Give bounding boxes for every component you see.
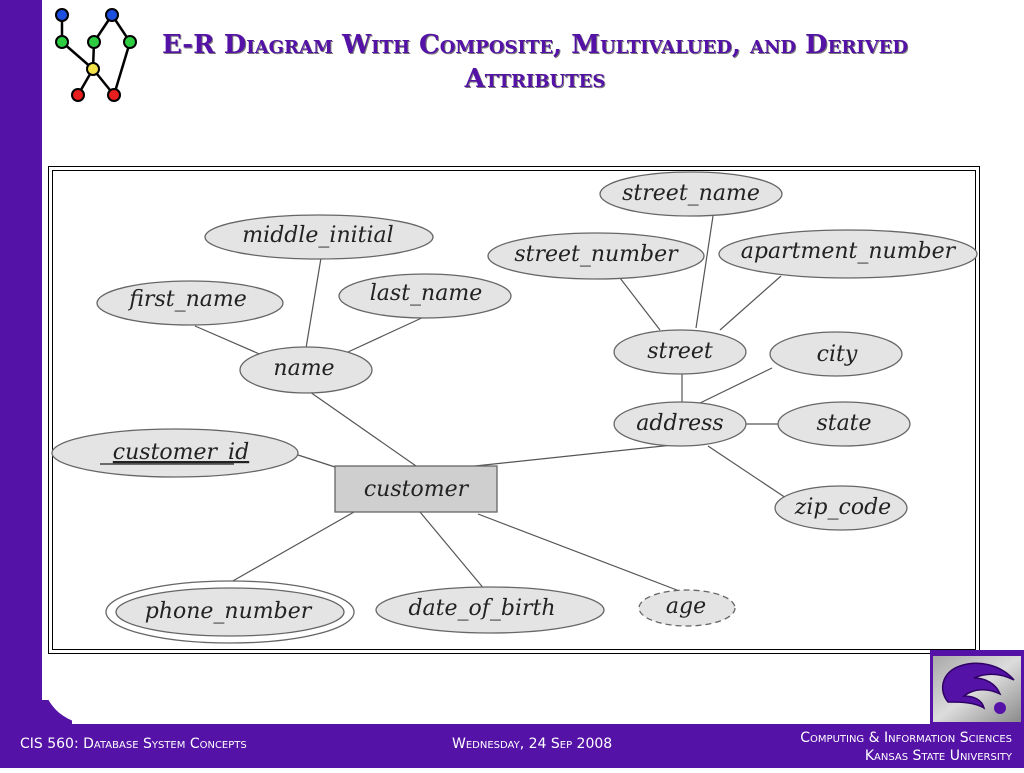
attr-last-name: last_name	[338, 273, 512, 319]
footer-course: CIS 560: Database System Concepts	[20, 736, 247, 752]
attr-customer-id-label: customer_id	[113, 440, 249, 465]
left-accent-bar	[0, 0, 42, 768]
attr-first-name: first_name	[96, 280, 284, 326]
attr-phone-number: phone_number	[105, 580, 355, 644]
attr-customer-id: customer_id	[51, 428, 299, 478]
entity-customer-label: customer	[364, 477, 470, 502]
attr-first-name-label: first_name	[127, 287, 247, 312]
footer-institution: Computing & Information Sciences Kansas …	[800, 729, 1012, 773]
footer-dept: Computing & Information Sciences	[800, 730, 1012, 746]
footer-date: Wednesday, 24 Sep 2008	[452, 736, 613, 752]
attr-middle-initial: middle_initial	[204, 214, 434, 260]
attr-city-label: city	[817, 342, 858, 367]
attr-zip-code-label: zip_code	[794, 495, 891, 520]
er-diagram: customer customer_id name first_name mid…	[51, 171, 978, 644]
footer-bar	[0, 724, 1024, 768]
attr-street: street	[613, 329, 747, 375]
attr-city: city	[769, 331, 903, 377]
attr-address: address	[613, 401, 747, 447]
entity-customer: customer	[334, 465, 498, 513]
attr-state-label: state	[816, 411, 871, 436]
attr-name: name	[239, 346, 373, 394]
diagram-frame	[48, 166, 980, 654]
attr-phone-number-label: phone_number	[145, 599, 313, 624]
attr-last-name-label: last_name	[370, 281, 482, 306]
attr-state: state	[777, 401, 911, 447]
attr-age-label: age	[666, 594, 706, 619]
attr-street-label: street	[647, 339, 713, 364]
ksu-wildcat-logo-icon	[930, 650, 1024, 724]
attr-date-of-birth-label: date_of_birth	[408, 596, 555, 621]
attr-age: age	[638, 589, 736, 627]
attr-street-name: street_name	[599, 171, 783, 217]
slide-title: E-R Diagram With Composite, Multivalued,…	[120, 28, 950, 96]
attr-apartment-number-label: apartment_number	[741, 239, 957, 264]
slide-title-line-1: E-R Diagram With Composite, Multivalued,…	[161, 30, 908, 60]
footer-university: Kansas State University	[864, 748, 1012, 764]
diagram-links	[194, 215, 787, 593]
attr-name-label: name	[273, 356, 334, 381]
attr-zip-code: zip_code	[774, 485, 908, 531]
attr-date-of-birth: date_of_birth	[375, 586, 605, 634]
attr-street-number: street_number	[487, 232, 705, 280]
graph-logo-icon	[55, 8, 137, 102]
attr-street-number-label: street_number	[514, 242, 679, 267]
attr-apartment-number: apartment_number	[718, 229, 978, 279]
attr-address-label: address	[636, 411, 723, 436]
attr-middle-initial-label: middle_initial	[242, 223, 393, 248]
attr-street-name-label: street_name	[622, 181, 760, 206]
slide-title-line-2: Attributes	[464, 64, 606, 94]
